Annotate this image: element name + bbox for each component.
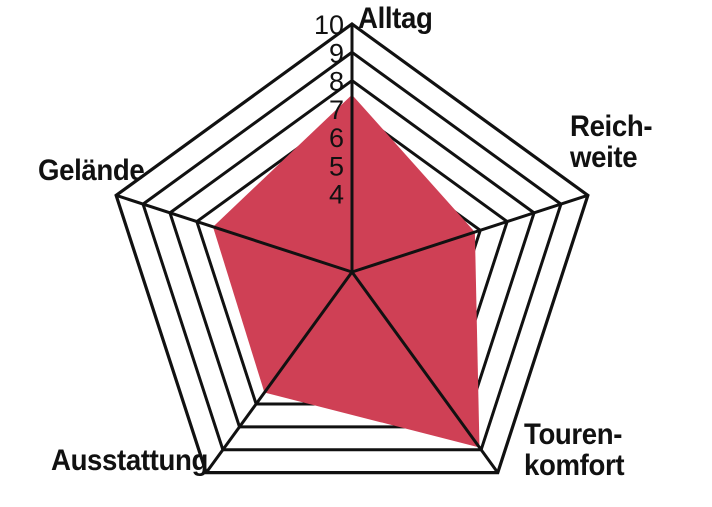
axis-label-tourenkomfort-line2: komfort (524, 448, 625, 482)
axis-label-reichweite: Reich-weite (570, 110, 653, 174)
axis-label-ausstattung-line1: Ausstattung (51, 444, 208, 477)
grid-ring (114, 22, 590, 475)
axis-label-gelaende-line1: Gelände (38, 154, 145, 187)
grid-ring (168, 78, 536, 429)
axis-label-reichweite-line2: weite (570, 140, 638, 174)
axis-label-gelaende: Gelände (38, 154, 145, 187)
axis-spoke (205, 271, 354, 474)
axis-label-tourenkomfort-line1: Touren- (524, 418, 623, 451)
radar-spokes (115, 24, 589, 474)
radial-tick-label: 10 (314, 10, 344, 40)
axis-label-ausstattung: Ausstattung (51, 444, 208, 477)
axis-label-alltag: Alltag (358, 2, 433, 35)
axis-spoke (350, 271, 499, 474)
radial-tick-label: 9 (329, 38, 344, 68)
axis-spoke (351, 193, 589, 274)
axis-label-alltag-line1: Alltag (358, 2, 433, 35)
axis-spoke (115, 193, 353, 274)
radial-tick-label: 6 (329, 123, 344, 153)
axis-label-reichweite-line1: Reich- (570, 110, 653, 143)
radial-tick-label: 8 (329, 67, 344, 97)
grid-ring (141, 50, 563, 452)
radial-tick-label: 7 (329, 95, 344, 125)
radial-tick-label: 4 (329, 180, 344, 210)
axis-label-tourenkomfort: Touren-komfort (524, 418, 625, 482)
radial-tick-label: 5 (329, 151, 344, 181)
